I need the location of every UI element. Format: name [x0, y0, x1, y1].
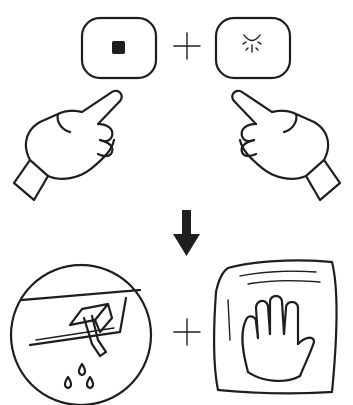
nozzle-spray-icon [243, 35, 261, 52]
water-drop [65, 377, 71, 388]
plus-sign-bottom [174, 319, 200, 345]
flush-button [216, 18, 290, 78]
drain-valve-icon [11, 265, 151, 405]
arrow-down-icon [173, 210, 200, 256]
stop-button [82, 18, 156, 78]
water-drop [87, 377, 93, 388]
square-stop-icon [112, 41, 125, 54]
water-drop [79, 364, 85, 375]
right-pointing-hand-icon [232, 91, 340, 200]
plus-sign-top [174, 33, 200, 59]
left-pointing-hand-icon [14, 91, 122, 200]
hand-wiping-cloth-icon [214, 260, 337, 393]
